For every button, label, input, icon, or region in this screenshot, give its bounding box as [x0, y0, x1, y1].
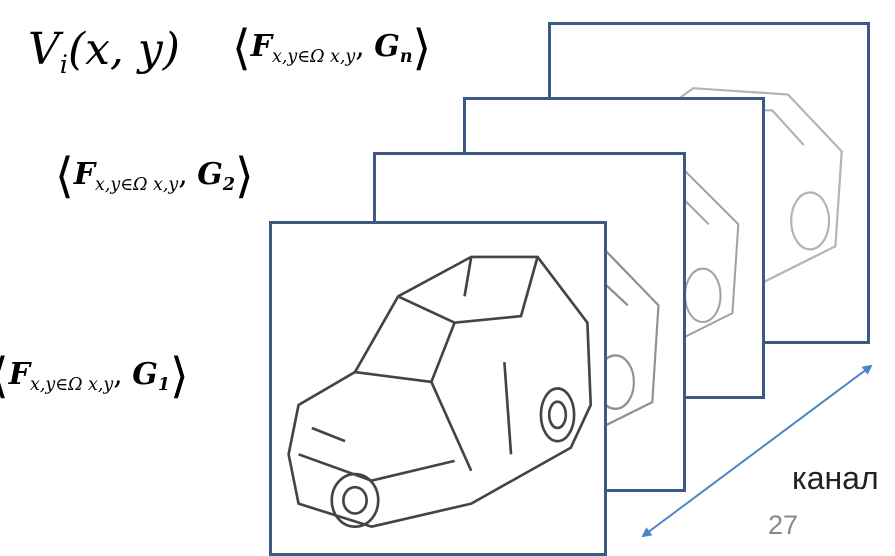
formula-g2: ⟨Fx,y∈Ω x,y, G2⟩ — [55, 152, 254, 200]
formula-g2-gsub: 2 — [223, 175, 235, 195]
formula-gn-f: F — [251, 29, 272, 64]
formula-g2-g: G — [197, 157, 223, 192]
formula-v: Vi(x, y) — [28, 28, 180, 78]
channel-frame-1 — [269, 221, 607, 556]
formula-gn-fsub: x,y∈Ω x,y — [272, 47, 355, 67]
formula-v-args: (x, y) — [68, 24, 180, 75]
formula-g2-f: F — [74, 157, 95, 192]
formula-gn: ⟨Fx,y∈Ω x,y, Gn⟩ — [232, 24, 431, 72]
formula-g1-fsub: x,y∈Ω x,y — [30, 375, 113, 395]
formula-g1: ⟨Fx,y∈Ω x,y, G1⟩ — [0, 352, 189, 400]
formula-v-main: V — [28, 24, 60, 75]
page-number: 27 — [768, 510, 798, 541]
car-sketch-icon — [272, 224, 604, 553]
formula-v-sub: i — [60, 50, 68, 80]
formula-g2-fsub: x,y∈Ω x,y — [95, 175, 178, 195]
formula-gn-gsub: n — [400, 47, 413, 67]
formula-gn-g: G — [374, 29, 400, 64]
formula-g1-f: F — [9, 357, 30, 392]
formula-g1-g: G — [132, 357, 158, 392]
channel-label: канал — [792, 460, 879, 497]
formula-g1-gsub: 1 — [158, 375, 170, 395]
